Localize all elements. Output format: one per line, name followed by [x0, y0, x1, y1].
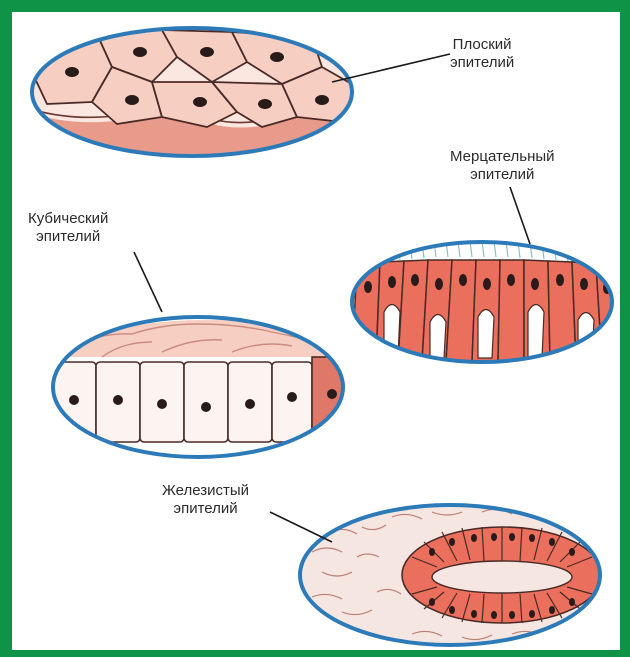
label-glandular-line2: эпителий: [162, 500, 249, 518]
label-squamous-epithelium: Плоский эпителий: [450, 36, 514, 72]
label-glandular-epithelium: Железистый эпителий: [162, 482, 249, 518]
label-ciliated-line1: Мерцательный: [450, 148, 555, 166]
ciliated-epithelium-drawing: [347, 187, 620, 367]
label-squamous-line2: эпителий: [450, 54, 514, 72]
diagram-panel: Плоский эпителий Мерцательный эпителий К…: [12, 12, 620, 650]
label-glandular-line1: Железистый: [162, 482, 249, 500]
label-cuboidal-epithelium: Кубический эпителий: [28, 210, 108, 246]
epithelium-illustration: [12, 12, 620, 650]
label-ciliated-line2: эпителий: [450, 166, 555, 184]
squamous-epithelium-drawing: [22, 22, 450, 162]
label-cuboidal-line1: Кубический: [28, 210, 108, 228]
label-ciliated-epithelium: Мерцательный эпителий: [450, 148, 555, 184]
label-cuboidal-line2: эпителий: [28, 228, 108, 246]
label-squamous-line1: Плоский: [450, 36, 514, 54]
glandular-epithelium-drawing: [270, 502, 607, 650]
cuboidal-epithelium-drawing: [52, 252, 357, 462]
